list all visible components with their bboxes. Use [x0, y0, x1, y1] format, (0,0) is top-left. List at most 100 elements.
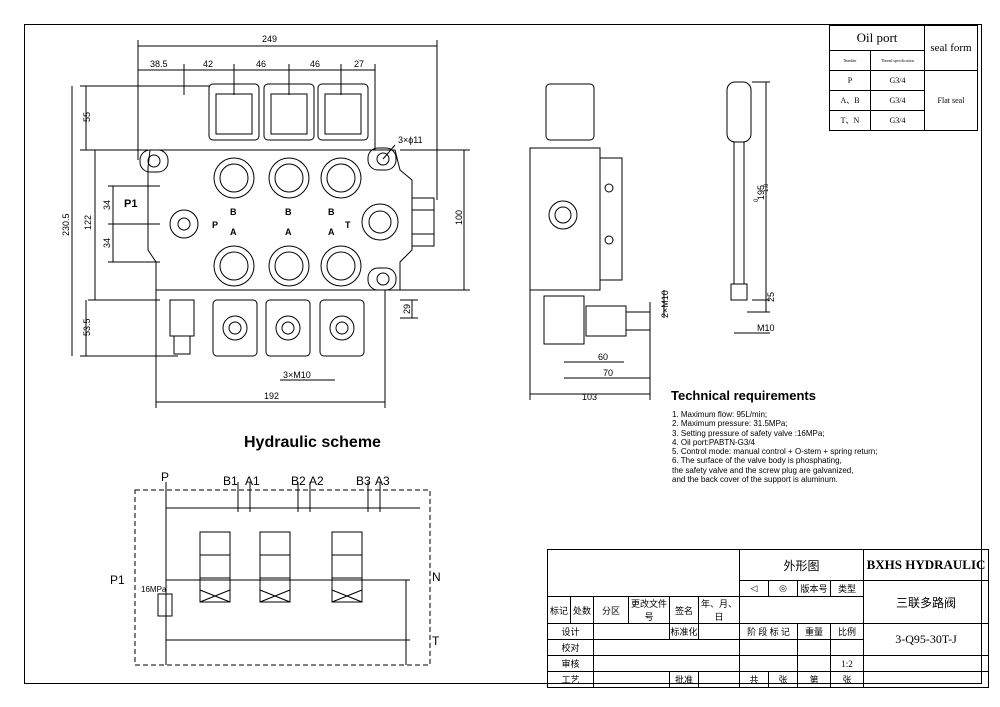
scheme-a2: A2	[309, 474, 324, 488]
seal-form-header: seal form	[924, 25, 978, 71]
drawing-type: 外形图	[739, 549, 864, 581]
scheme-a1: A1	[245, 474, 260, 488]
dim-70: 70	[603, 368, 613, 378]
dim-2xM10: 2×M10	[660, 290, 670, 318]
tb-standardize: 标准化	[669, 623, 699, 640]
tb-weight: 重量	[797, 623, 831, 640]
dim-230-5: 230.5	[61, 213, 71, 236]
dim-46b: 46	[310, 59, 320, 69]
tb-sheet2: 张	[830, 671, 864, 688]
type-label: 类型	[830, 580, 864, 597]
model-number: 3-Q95-30T-J	[863, 623, 989, 656]
label-p: P	[212, 220, 218, 230]
tb-check: 校对	[547, 639, 594, 656]
tech-item: 1. Maximum flow: 95L/min;	[672, 410, 768, 419]
tech-item: and the back cover of the support is alu…	[672, 475, 838, 485]
dim-27: 27	[354, 59, 364, 69]
scheme-t: T	[432, 634, 440, 648]
tech-item: 5. Control mode: manual control + O-stem…	[672, 447, 878, 457]
dim-34b: 34	[102, 238, 112, 248]
scheme-b2: B2	[291, 474, 306, 488]
title-block: 外形图 BXHS HYDRAULIC ◁ ◎ 版本号 类型 三联多路阀 标记 处…	[547, 549, 989, 688]
tb-scale-value: 1:2	[830, 655, 864, 672]
scheme-n: N	[432, 570, 441, 584]
tb-zone: 分区	[593, 596, 629, 624]
tech-title: Technical requirements	[671, 388, 816, 403]
scheme-p1: P1	[110, 573, 125, 587]
dim-34a: 34	[102, 200, 112, 210]
dim-38-5: 38.5	[150, 59, 168, 69]
col-thread: Thread specification	[870, 50, 925, 71]
label-b1: B	[230, 207, 237, 217]
tb-change-doc: 更改文件号	[628, 596, 670, 624]
hydraulic-scheme: P P1 N T 16MPa B1 A1 B2 A2 B3 A3	[110, 470, 441, 666]
dim-46a: 46	[256, 59, 266, 69]
version-label: 版本号	[797, 580, 831, 597]
dim-25: 25	[766, 292, 776, 302]
tb-count: 处数	[570, 596, 594, 624]
tb-process: 工艺	[547, 671, 594, 688]
tb-sign: 签名	[669, 596, 699, 624]
drawing-frame	[24, 24, 982, 684]
tb-review: 审核	[547, 655, 594, 672]
dim-249: 249	[262, 34, 277, 44]
dim-55: 55	[82, 112, 92, 122]
tech-item: 2. Maximum pressure: 31.5MPa;	[672, 419, 788, 429]
col-number: Number	[829, 50, 871, 71]
scheme-b3: B3	[356, 474, 371, 488]
dim-122: 122	[83, 215, 93, 230]
oil-row-thread: G3/4	[870, 110, 925, 131]
tb-total: 共	[739, 671, 769, 688]
dim-29: 29	[402, 304, 412, 314]
hydraulic-title: Hydraulic scheme	[244, 434, 381, 451]
oil-port-title: Oil port	[829, 25, 925, 51]
dim-3xM10: 3×M10	[283, 370, 311, 380]
product-name: 三联多路阀	[863, 580, 989, 624]
oil-port-table: Oil port seal form Number Thread specifi…	[829, 25, 978, 131]
company-name: BXHS HYDRAULIC	[863, 549, 989, 581]
dim-192: 192	[264, 391, 279, 401]
dim-60: 60	[598, 352, 608, 362]
oil-row-port: P	[829, 70, 871, 91]
dim-100: 100	[454, 210, 464, 225]
tech-item: 4. Oil port:PABTN-G3/4	[672, 437, 755, 447]
label-b2: B	[285, 207, 292, 217]
label-a3: A	[328, 227, 335, 237]
dim-195: 195	[756, 185, 766, 200]
tb-date: 年、月、日	[698, 596, 740, 624]
tb-mark: 标记	[547, 596, 571, 624]
scheme-b1: B1	[223, 474, 238, 488]
dim-195-tol-top: 0	[754, 198, 760, 202]
label-p1: P1	[124, 198, 137, 210]
tech-list: 1. Maximum flow: 95L/min; 2. Maximum pre…	[672, 410, 972, 484]
scheme-a3: A3	[375, 474, 390, 488]
tb-design: 设计	[547, 623, 594, 640]
tb-stage-mark: 阶 段 标 记	[739, 623, 798, 640]
oil-row-port: T、N	[829, 110, 871, 131]
tech-item: the safety valve and the screw plug are …	[672, 465, 854, 475]
seal-value: Flat seal	[924, 70, 978, 131]
scheme-p: P	[161, 470, 169, 484]
dim-holes: 3×ϕ11	[398, 135, 423, 145]
label-a1: A	[230, 227, 237, 237]
dim-103: 103	[582, 392, 597, 402]
dim-53-5: 53.5	[82, 318, 92, 336]
oil-row-port: A、B	[829, 90, 871, 111]
tb-scale: 比例	[830, 623, 864, 640]
label-a2: A	[285, 227, 292, 237]
lever-view: 195 0 -1.0 25 M10	[726, 81, 776, 334]
dim-m10: M10	[757, 323, 775, 333]
scheme-relief: 16MPa	[141, 585, 167, 594]
label-t: T	[345, 220, 351, 230]
dim-42: 42	[203, 59, 213, 69]
tech-item: 6. The surface of the valve body is phos…	[672, 456, 842, 466]
dim-195-tol-bot: -1.0	[764, 183, 770, 194]
front-view: 249 38.5 42 46 46 27 55 230.5 122 34 34 …	[61, 34, 470, 408]
tb-sheets: 张	[768, 671, 798, 688]
oil-row-thread: G3/4	[870, 90, 925, 111]
label-b3: B	[328, 207, 335, 217]
tech-item: 3. Setting pressure of safety valve :16M…	[672, 428, 825, 438]
tb-page: 第	[797, 671, 831, 688]
